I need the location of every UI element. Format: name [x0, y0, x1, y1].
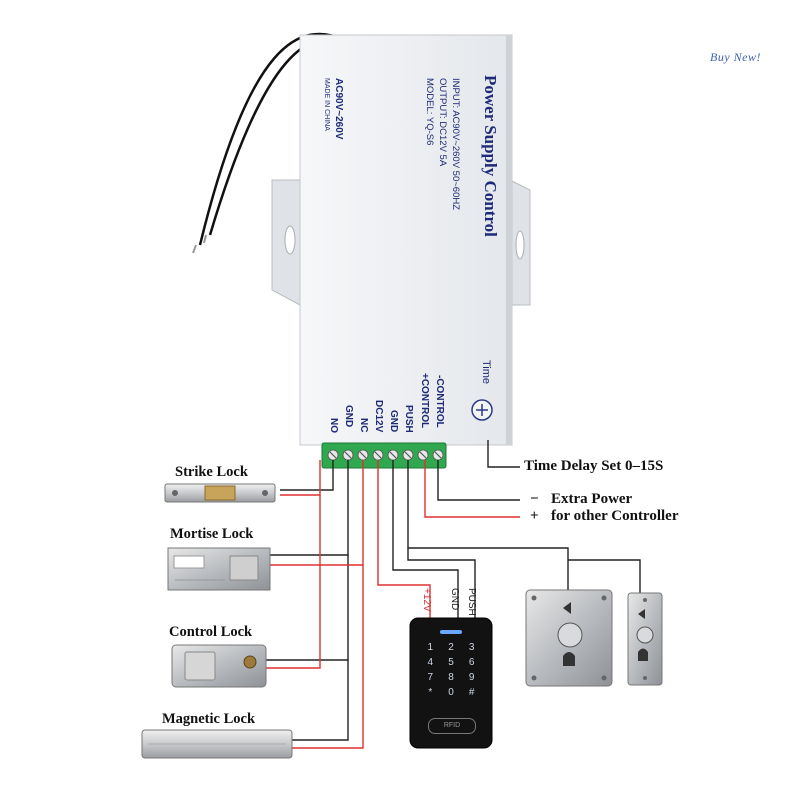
- terminal-gnd-1: GND: [343, 405, 354, 428]
- box-title: Power Supply Control: [481, 75, 500, 237]
- control-lock-image: [171, 644, 267, 688]
- control-lock-label: Control Lock: [169, 624, 253, 640]
- exit-button-large-image: [525, 589, 613, 687]
- keypad-key: 6: [468, 657, 475, 668]
- wire-label-12v: +12V: [421, 588, 432, 612]
- annotation-lines: [437, 440, 520, 501]
- wire-label-gnd: GND: [449, 588, 460, 611]
- mortise-lock-image: [167, 547, 271, 591]
- keypad-key: *: [428, 687, 433, 698]
- keypad-key: #: [468, 687, 475, 698]
- keypad-key: 2: [448, 642, 454, 653]
- extra-power-line2: for other Controller: [551, 508, 679, 524]
- keypad-key: 0: [448, 687, 454, 698]
- box-spec-output: OUTPUT: DC12V 5A: [437, 78, 448, 167]
- extra-power-minus: −: [530, 491, 539, 507]
- power-supply-box: [299, 34, 513, 446]
- rfid-badge: RFID: [428, 718, 476, 734]
- wire-label-push: PUSH: [466, 588, 477, 616]
- exit-button-slim-image: [627, 592, 663, 686]
- keypad-key: 3: [468, 642, 475, 653]
- extra-power-plus: +: [530, 508, 539, 524]
- time-delay-label: Time Delay Set 0–15S: [524, 458, 664, 474]
- box-made-in: MADE IN CHINA: [323, 78, 330, 131]
- box-spec-input: INPUT: AC90V~260V 50~60HZ: [450, 78, 461, 211]
- extra-power-line1: Extra Power: [551, 491, 633, 507]
- keypad-keys: 1 2 3 4 5 6 7 8 9 * 0 #: [420, 642, 482, 698]
- keypad-image: [409, 617, 493, 749]
- terminal-plus-control: +CONTROL: [419, 373, 430, 429]
- mortise-lock-label: Mortise Lock: [170, 526, 254, 542]
- watermark: Buy New!: [710, 50, 761, 64]
- terminal-dc12v: DC12V: [373, 400, 384, 433]
- box-spec-model: MODEL: YQ-S6: [424, 78, 435, 146]
- keypad-key: 5: [448, 657, 454, 668]
- magnetic-lock-image: [141, 729, 293, 759]
- strike-lock-label: Strike Lock: [175, 464, 248, 480]
- terminal-nc: NC: [358, 418, 369, 433]
- time-knob: [471, 399, 493, 421]
- keypad-key: 7: [427, 672, 434, 683]
- terminal-block: [321, 442, 447, 469]
- keypad-key: 1: [427, 642, 434, 653]
- box-time-label: Time: [480, 360, 492, 385]
- terminal-push: PUSH: [403, 405, 414, 433]
- strike-lock-image: [164, 483, 276, 503]
- keypad-key: 8: [448, 672, 454, 683]
- terminal-no: NO: [328, 418, 339, 433]
- box-voltage: AC90V~260V: [333, 78, 344, 140]
- lock-wires: [265, 460, 641, 749]
- magnetic-lock-label: Magnetic Lock: [162, 711, 256, 727]
- terminal-gnd-2: GND: [388, 410, 399, 433]
- terminal-minus-control: -CONTROL: [434, 375, 445, 428]
- keypad-key: 4: [427, 657, 434, 668]
- keypad-key: 9: [468, 672, 475, 683]
- extra-power-red-wire: [424, 460, 520, 518]
